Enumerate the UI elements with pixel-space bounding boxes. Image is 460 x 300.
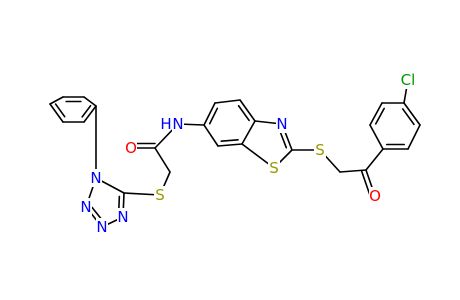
chlorine-label-background — [399, 71, 417, 89]
tetrazole-n2-label: N — [80, 198, 91, 216]
thioether-sulfur-left-label: S — [155, 186, 165, 204]
bond-b2-b3 — [214, 99, 241, 104]
tetrazole-n3-label-background — [96, 218, 108, 236]
amide-oxygen-label-background — [125, 139, 137, 157]
amide-hydrogen-label: H — [160, 115, 171, 133]
thioether-sulfur-right-label: S — [315, 141, 325, 159]
bond-b6-b1 — [203, 124, 219, 147]
bond-ph4-ph5-inner — [81, 104, 92, 118]
tetrazole-n1-label: N — [90, 169, 101, 187]
bond-b5-b6 — [217, 143, 243, 147]
bond-ph6-ph1-inner — [54, 103, 66, 118]
bond-ph4-ph5 — [83, 105, 97, 123]
bond-b1-b2-inner — [208, 107, 219, 125]
thiazole-sulfur-label: S — [269, 159, 279, 177]
amide-oxygen-label: O — [125, 139, 137, 157]
amide-nitrogen-label: N — [172, 115, 183, 133]
bond-r2-r3 — [407, 124, 421, 150]
bond-r3-r4-inner — [401, 108, 415, 126]
chlorine-label: Cl — [401, 71, 416, 89]
thiazole-sulfur-label-background — [268, 159, 280, 177]
tetrazole-n3-label: N — [96, 218, 107, 236]
bond-ch2b-cK — [339, 169, 367, 173]
bond-r3-r4 — [403, 102, 421, 126]
bond-b1-b2 — [203, 102, 216, 126]
thiazole-nitrogen-label-background — [276, 115, 288, 133]
bond-r5-r6 — [369, 102, 383, 126]
bond-cK-r1 — [365, 148, 384, 171]
bond-ch2a-cAm — [154, 147, 171, 173]
bond-ph1-ph2 — [49, 96, 64, 105]
bond-ph3-ph4 — [83, 96, 97, 107]
tetrazole-n4-label-background — [117, 208, 129, 226]
bond-r5-r6-inner — [374, 107, 385, 125]
ketone-oxygen-label: O — [369, 187, 381, 205]
bond-b4-b5 — [241, 120, 256, 145]
ketone-oxygen-label-background — [369, 187, 381, 205]
bond-b3-b4 — [239, 99, 256, 122]
thioether-sulfur-left-label-background — [154, 186, 166, 204]
bond-b3-b4-inner — [237, 104, 250, 122]
amide-nitrogen-label-background — [172, 115, 184, 133]
tetrazole-n4-label: N — [117, 208, 128, 226]
bond-r6-r1 — [369, 124, 384, 150]
bond-ph6-ph1 — [49, 103, 64, 123]
thioether-sulfur-right-label-background — [314, 141, 326, 159]
bond-layer — [49, 79, 421, 228]
tetrazole-n2-label-background — [80, 198, 92, 216]
bond-b5-b6-inner — [220, 139, 239, 143]
thiazole-nitrogen-label: N — [276, 115, 287, 133]
tetrazole-n1-label-background — [90, 169, 102, 187]
